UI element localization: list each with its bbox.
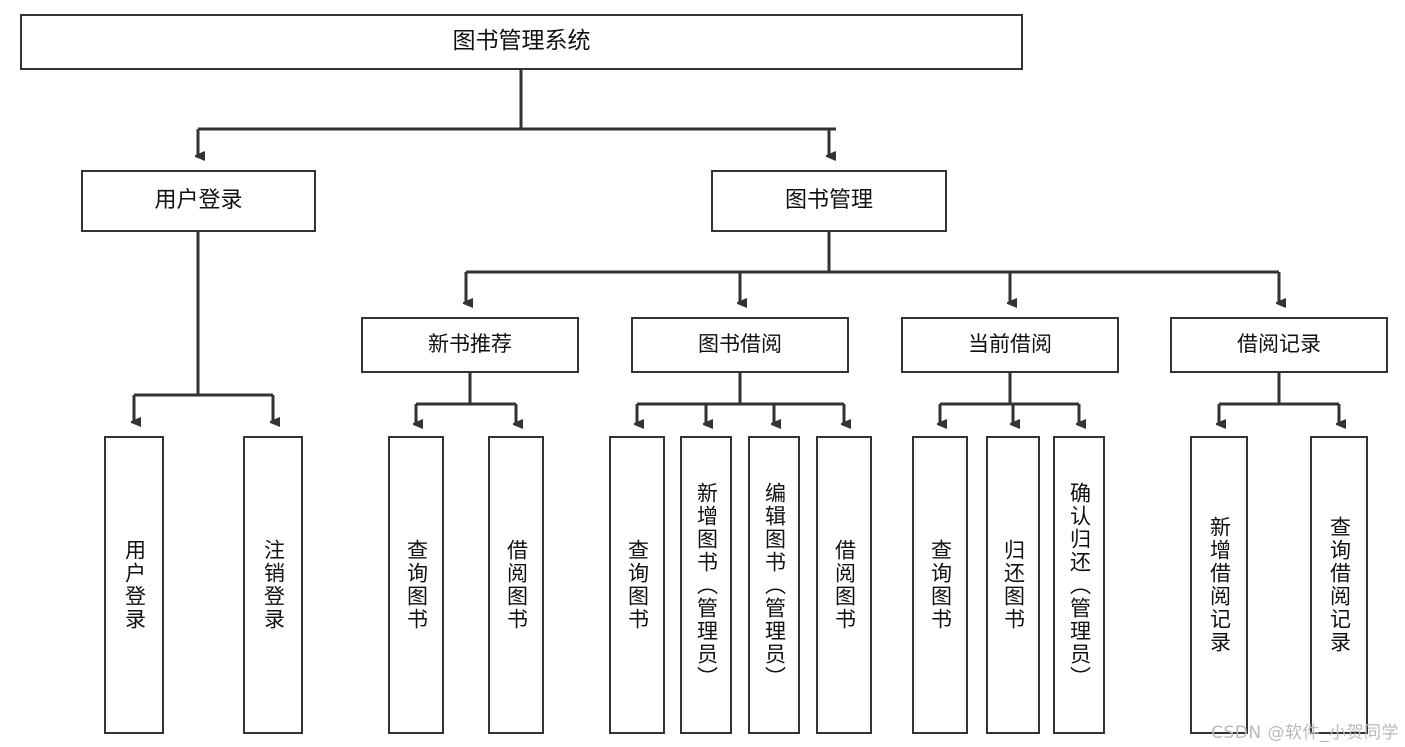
leaf-add-borrow-record-label: 新增借阅记录 bbox=[1207, 516, 1232, 654]
leaf-query-book-borrowing-label: 查询图书 bbox=[625, 539, 650, 631]
node-book-borrowing[interactable]: 图书借阅 bbox=[631, 317, 849, 373]
leaf-query-book-borrowing[interactable]: 查询图书 bbox=[609, 436, 665, 734]
leaf-user-login-label: 用户登录 bbox=[122, 539, 147, 631]
node-book-management[interactable]: 图书管理 bbox=[711, 170, 947, 232]
watermark-text: CSDN @软件_小贺同学 bbox=[1211, 723, 1399, 743]
node-book-borrowing-label: 图书借阅 bbox=[698, 332, 782, 357]
node-book-management-label: 图书管理 bbox=[784, 187, 873, 213]
node-user-login[interactable]: 用户登录 bbox=[81, 170, 316, 232]
leaf-confirm-return-admin-label: 确认归还（管理员） bbox=[1067, 481, 1092, 689]
leaf-edit-book-admin-label: 编辑图书（管理员） bbox=[762, 481, 787, 689]
leaf-query-borrow-record-label: 查询借阅记录 bbox=[1327, 516, 1352, 654]
node-root[interactable]: 图书管理系统 bbox=[20, 14, 1023, 70]
leaf-query-book-current[interactable]: 查询图书 bbox=[912, 436, 968, 734]
leaf-borrow-book-borrowing[interactable]: 借阅图书 bbox=[816, 436, 872, 734]
node-new-book-recommend-label: 新书推荐 bbox=[428, 332, 512, 357]
node-borrow-record-label: 借阅记录 bbox=[1237, 332, 1321, 357]
leaf-borrow-book-borrowing-label: 借阅图书 bbox=[832, 539, 857, 631]
leaf-return-book-label: 归还图书 bbox=[1001, 539, 1026, 631]
leaf-query-book-current-label: 查询图书 bbox=[928, 539, 953, 631]
leaf-return-book[interactable]: 归还图书 bbox=[986, 436, 1040, 734]
leaf-query-borrow-record[interactable]: 查询借阅记录 bbox=[1310, 436, 1368, 734]
leaf-user-login[interactable]: 用户登录 bbox=[104, 436, 164, 734]
leaf-logout[interactable]: 注销登录 bbox=[243, 436, 303, 734]
node-root-label: 图书管理系统 bbox=[452, 28, 591, 55]
leaf-add-book-admin[interactable]: 新增图书（管理员） bbox=[680, 436, 732, 734]
leaf-borrow-book-newbook-label: 借阅图书 bbox=[504, 539, 529, 631]
leaf-confirm-return-admin[interactable]: 确认归还（管理员） bbox=[1053, 436, 1105, 734]
leaf-edit-book-admin[interactable]: 编辑图书（管理员） bbox=[748, 436, 800, 734]
node-new-book-recommend[interactable]: 新书推荐 bbox=[361, 317, 579, 373]
leaf-add-borrow-record[interactable]: 新增借阅记录 bbox=[1190, 436, 1248, 734]
node-current-borrowing-label: 当前借阅 bbox=[968, 332, 1052, 357]
leaf-borrow-book-newbook[interactable]: 借阅图书 bbox=[488, 436, 544, 734]
leaf-logout-label: 注销登录 bbox=[261, 539, 286, 631]
node-current-borrowing[interactable]: 当前借阅 bbox=[901, 317, 1119, 373]
leaf-add-book-admin-label: 新增图书（管理员） bbox=[694, 481, 719, 689]
node-user-login-label: 用户登录 bbox=[154, 187, 243, 213]
leaf-query-book-newbook-label: 查询图书 bbox=[404, 539, 429, 631]
node-borrow-record[interactable]: 借阅记录 bbox=[1170, 317, 1388, 373]
leaf-query-book-newbook[interactable]: 查询图书 bbox=[388, 436, 444, 734]
